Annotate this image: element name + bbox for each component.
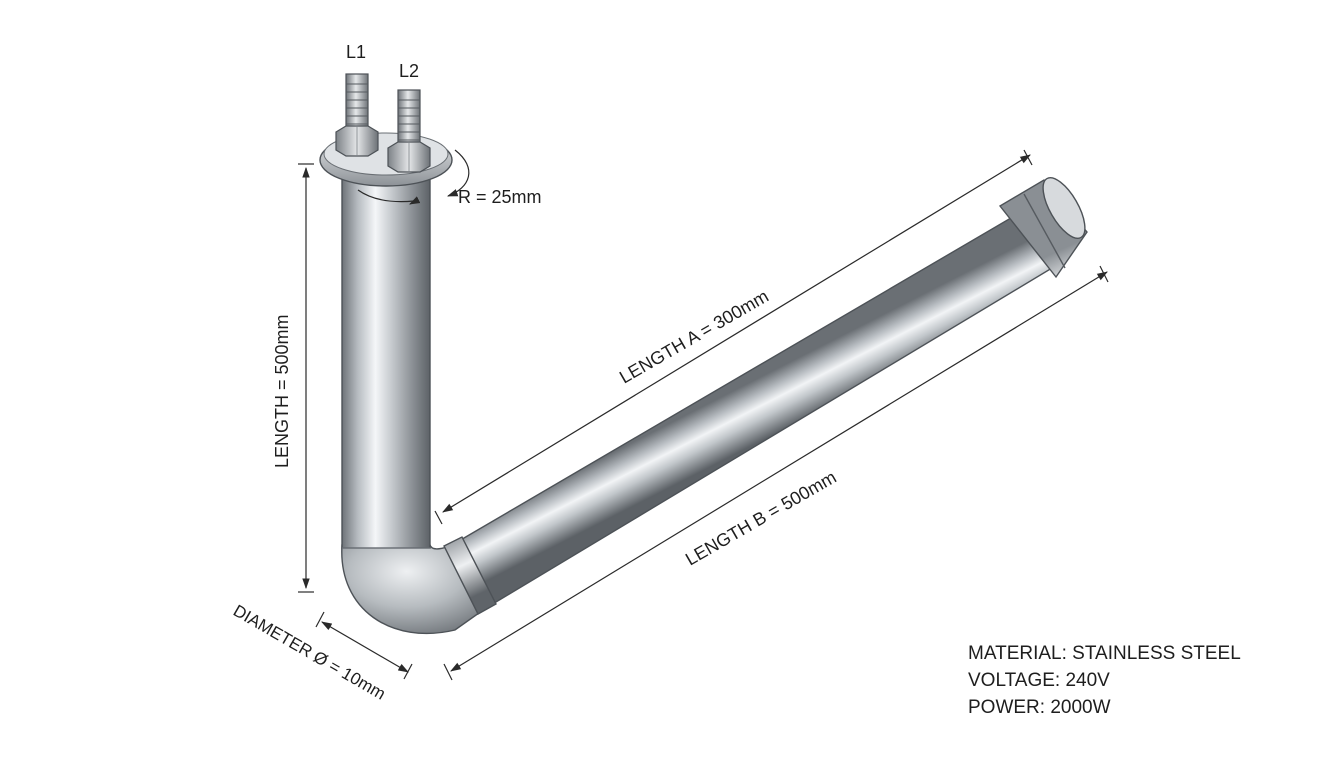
dimension-lines: [298, 149, 1109, 681]
diameter-label: DIAMETER Ø = 10mm: [230, 601, 389, 704]
spec-voltage: VOLTAGE: 240V: [968, 670, 1110, 691]
terminal-label-l2: L2: [399, 61, 419, 81]
radius-label: R = 25mm: [458, 187, 542, 207]
end-cap: [1042, 177, 1086, 239]
diagonal-tube: [451, 200, 1068, 609]
spec-power: POWER: 2000W: [968, 697, 1111, 718]
vertical-length-label: LENGTH = 500mm: [272, 314, 292, 468]
terminal-stud-l1: [335, 73, 379, 157]
spec-material: MATERIAL: STAINLESS STEEL: [968, 643, 1241, 664]
terminal-stud-l2: [387, 89, 431, 173]
vertical-tube: [341, 177, 431, 549]
spec-block: MATERIAL: STAINLESS STEEL VOLTAGE: 240V …: [968, 643, 1241, 718]
terminal-label-l1: L1: [346, 42, 366, 62]
elbow-bend: [341, 544, 487, 635]
